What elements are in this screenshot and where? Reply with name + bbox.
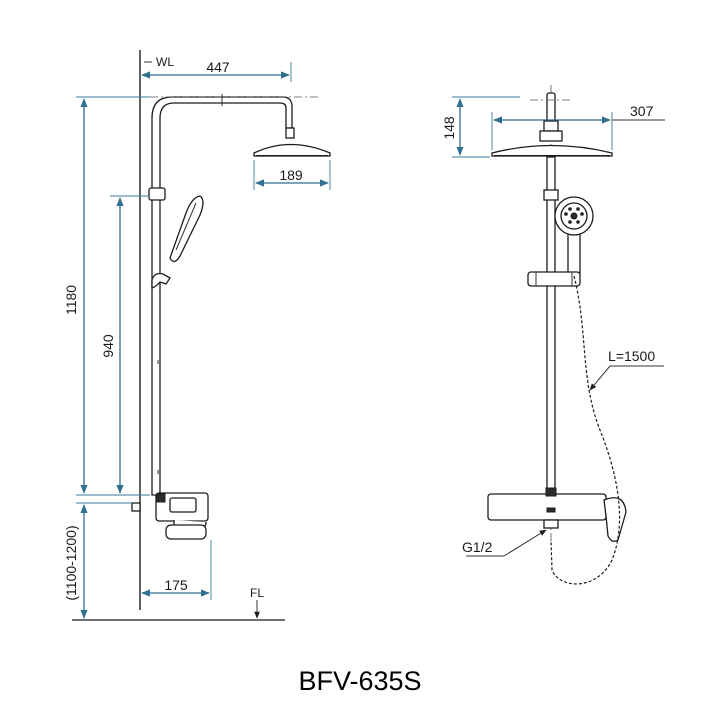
- hose: [550, 275, 621, 585]
- riser-pipe: [151, 96, 293, 496]
- dim-head-diameter-side: 189: [279, 167, 303, 183]
- dim-mount-height: (1100-1200): [63, 525, 79, 600]
- hose-holder-side: [151, 272, 171, 289]
- head-connector-front: [546, 92, 556, 122]
- dim-handshower-height: 940: [100, 334, 116, 358]
- dim-spout-projection: 175: [164, 577, 188, 593]
- hose-length-label: L=1500: [608, 348, 655, 364]
- shower-head-side: [253, 143, 331, 157]
- dim-head-diameter-front: 307: [630, 103, 654, 119]
- mixer-body-front: [487, 493, 607, 521]
- riser-pipe-front: [546, 156, 556, 498]
- front-view: 148 307 L=1500 G1/2: [441, 85, 665, 585]
- head-connector-side: [285, 127, 295, 139]
- inlet-thread-label: G1/2: [462, 539, 493, 555]
- wall-line-label: WL: [156, 55, 174, 69]
- slide-bracket-front: [527, 271, 581, 287]
- dim-total-height: 1180: [63, 285, 79, 315]
- shower-head-front: [491, 144, 613, 157]
- hand-shower-side: [169, 195, 204, 263]
- spout-side: [165, 524, 207, 540]
- slide-bracket-side: [148, 187, 166, 201]
- side-view: 447 WL 189 1180 940 (1100-1200) 175 FL: [63, 50, 331, 621]
- mixer-handle-front: [603, 497, 627, 542]
- model-name: BFV-635S: [298, 666, 421, 696]
- floor-line-label: FL: [250, 586, 264, 600]
- dim-head-height: 148: [441, 116, 457, 140]
- dim-wall-to-head: 447: [206, 59, 230, 75]
